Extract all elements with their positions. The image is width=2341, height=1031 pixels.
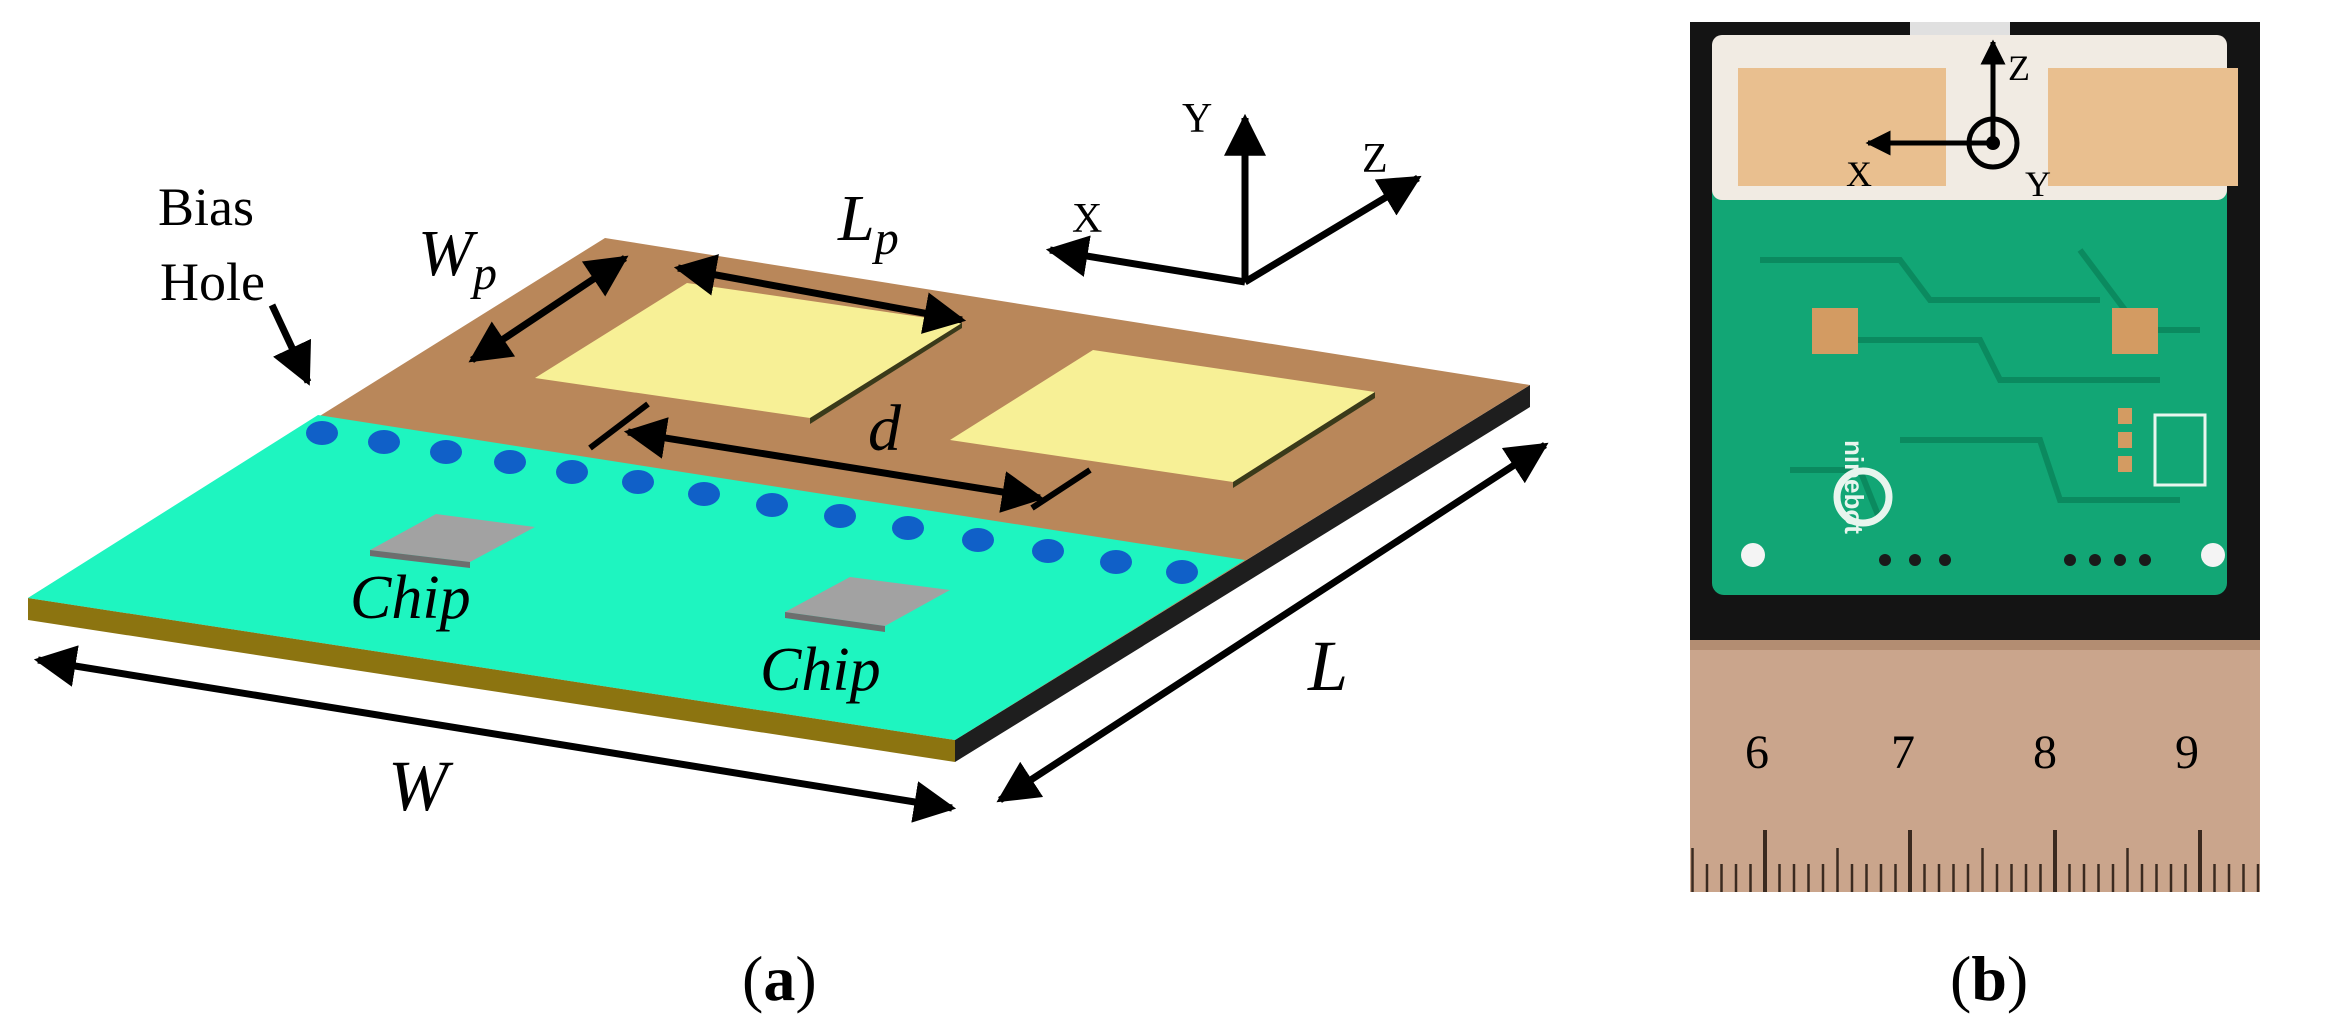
via bbox=[430, 440, 462, 464]
chip-1-edge bbox=[370, 550, 470, 568]
caption-b: (b) bbox=[1950, 943, 2028, 1014]
bias-hole-label-line2: Hole bbox=[160, 252, 265, 312]
axis-x-label-b: X bbox=[1846, 154, 1872, 194]
via bbox=[622, 470, 654, 494]
axis-y-out-of-page-dot bbox=[1986, 136, 2000, 150]
pin bbox=[1909, 554, 1921, 566]
smd-component bbox=[2118, 432, 2132, 448]
pin bbox=[2114, 554, 2126, 566]
ruler bbox=[1690, 640, 2260, 892]
via bbox=[368, 430, 400, 454]
smd-component bbox=[2118, 408, 2132, 424]
lp-label-sub: p bbox=[872, 212, 899, 265]
via bbox=[688, 482, 720, 506]
via bbox=[1166, 560, 1198, 584]
lp-label-main: L bbox=[837, 182, 875, 255]
lp-dimension-arrow bbox=[673, 254, 967, 334]
via bbox=[962, 528, 994, 552]
via bbox=[1100, 550, 1132, 574]
l-label: L bbox=[1307, 626, 1348, 706]
l-dimension-arrow bbox=[996, 442, 1549, 803]
caption-b-open: ( bbox=[1950, 943, 1971, 1014]
lp-label: Lp bbox=[837, 182, 899, 265]
via bbox=[824, 504, 856, 528]
via bbox=[756, 493, 788, 517]
bias-hole-pointer bbox=[268, 303, 312, 386]
caption-a-close: ) bbox=[795, 943, 816, 1014]
axis-x-arrow bbox=[1045, 235, 1246, 286]
axis-y-label-b: Y bbox=[2025, 164, 2051, 204]
caption-b-letter: b bbox=[1971, 943, 2007, 1014]
smd-component bbox=[2118, 456, 2132, 472]
pin bbox=[2089, 554, 2101, 566]
silkscreen-box bbox=[2153, 413, 2207, 487]
axis-z-label: Z bbox=[1362, 136, 1388, 182]
axes-a: Y X Z bbox=[1045, 96, 1422, 286]
via bbox=[1032, 539, 1064, 563]
chip-2-edge bbox=[785, 612, 885, 632]
chip-pad-left bbox=[1812, 308, 1858, 354]
panel-b-fabricated-board-photo: ninebot Z X Y 6 7 8 9 bbox=[1690, 22, 2260, 1014]
wp-label: Wp bbox=[418, 217, 497, 300]
wp-label-sub: p bbox=[470, 247, 497, 300]
chip-2 bbox=[785, 577, 950, 626]
trace bbox=[1840, 337, 2160, 383]
ruler-edge bbox=[1690, 640, 2260, 650]
pin bbox=[1939, 554, 1951, 566]
pin bbox=[2064, 554, 2076, 566]
axis-z-label-b: Z bbox=[2008, 48, 2030, 88]
axis-z-arrow bbox=[1243, 175, 1422, 285]
caption-a-open: ( bbox=[742, 943, 763, 1014]
chip-1-label: Chip bbox=[350, 564, 471, 632]
wp-dimension-arrow bbox=[468, 255, 629, 363]
axis-y-out-of-page-ring bbox=[1966, 116, 2020, 170]
chip-2-label: Chip bbox=[760, 636, 881, 704]
caption-b-close: ) bbox=[2007, 943, 2028, 1014]
trace bbox=[1900, 437, 2180, 503]
axis-y-label: Y bbox=[1182, 96, 1212, 142]
mounting-hole-right bbox=[2201, 543, 2225, 567]
ruler-number-8: 8 bbox=[2033, 726, 2057, 779]
chip-1 bbox=[370, 514, 535, 562]
via bbox=[494, 450, 526, 474]
logo-circle bbox=[1833, 467, 1893, 527]
ruler-number-9: 9 bbox=[2175, 726, 2199, 779]
d-tick-left bbox=[588, 401, 650, 451]
axis-x-label: X bbox=[1072, 196, 1102, 242]
w-label: W bbox=[388, 746, 454, 826]
via bbox=[556, 460, 588, 484]
mounting-hole-left bbox=[1741, 543, 1765, 567]
wp-label-main: W bbox=[418, 217, 478, 290]
copper-patch-left bbox=[1738, 68, 1946, 186]
patch-left-edge bbox=[810, 323, 962, 424]
trace bbox=[1760, 257, 2100, 303]
copper-patch-right bbox=[2048, 68, 2238, 186]
panel-a-antenna-model: Y X Z Bias Hole Wp Lp d Chip Chip W L (a… bbox=[28, 96, 1549, 1014]
pin bbox=[2139, 554, 2151, 566]
axes-b: Z X Y bbox=[1846, 39, 2051, 204]
caption-a: (a) bbox=[742, 943, 817, 1014]
d-label: d bbox=[868, 392, 902, 465]
pin bbox=[1879, 554, 1891, 566]
caption-a-letter: a bbox=[763, 943, 795, 1014]
via bbox=[892, 516, 924, 540]
chip-pad-right bbox=[2112, 308, 2158, 354]
ruler-ticks bbox=[1691, 830, 2260, 892]
ruler-number-6: 6 bbox=[1745, 726, 1769, 779]
w-dimension-arrow bbox=[33, 645, 957, 823]
via bbox=[306, 421, 338, 445]
header-pins bbox=[1879, 554, 2151, 566]
ruler-number-7: 7 bbox=[1891, 726, 1915, 779]
bias-hole-label-line1: Bias bbox=[158, 177, 254, 237]
d-dimension-arrow bbox=[623, 417, 1045, 513]
